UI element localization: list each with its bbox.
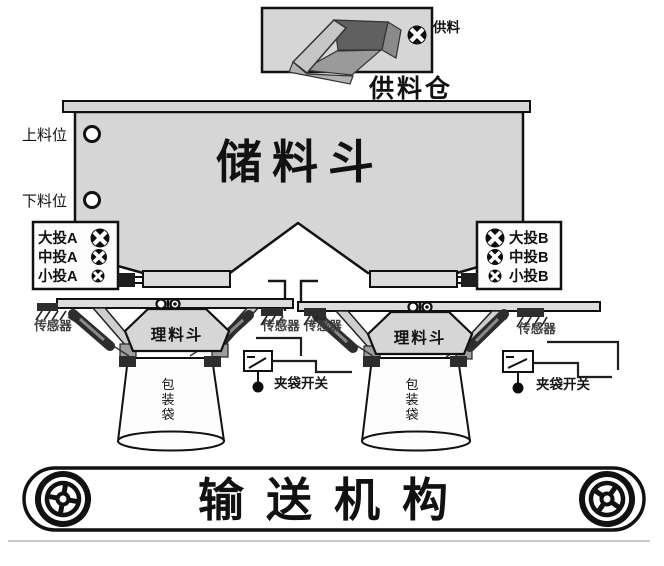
- clamp-rollers-icon: [155, 298, 181, 310]
- sensor-label: 传感器: [303, 318, 342, 333]
- bag-label-char: 袋: [161, 407, 174, 422]
- bag-label-char: 包: [161, 377, 174, 392]
- bag-clamp: [119, 356, 136, 367]
- feed-indicator-label: 供料: [432, 19, 460, 35]
- arrange-hopper-label: 理料斗: [394, 328, 447, 347]
- feed-a-medium-icon: [91, 249, 107, 265]
- bag-switch-label: 夹袋开关: [274, 375, 328, 391]
- tray-connector-left: [118, 273, 135, 287]
- arrange-hopper-right: [366, 310, 474, 356]
- ground-hatch-icon: [35, 310, 67, 321]
- switch-blade-icon: [248, 357, 267, 369]
- feed-b-large-label: 大投B: [509, 229, 548, 247]
- feed-a-large-label: 大投A: [38, 229, 78, 247]
- switch-box: [243, 350, 273, 372]
- load-cell: [517, 308, 544, 317]
- lower-level-label: 下料位: [22, 193, 67, 210]
- load-cell: [261, 308, 283, 316]
- feed-b-large-icon: [485, 228, 505, 248]
- wire: [547, 340, 620, 370]
- ground-hatch-icon: [260, 315, 284, 326]
- feed-a-medium-label: 中投A: [38, 248, 78, 266]
- feed-a-small-icon: [91, 269, 105, 283]
- conveyor: 输送机构: [8, 466, 650, 542]
- upper-level-label: 上料位: [22, 127, 67, 144]
- supply-bin-label: 供料仓: [368, 74, 453, 103]
- switch-box: [502, 350, 534, 373]
- feeder-tray-right: [369, 270, 458, 288]
- bag-clamp: [363, 356, 380, 367]
- storage-hopper-label: 储料斗: [216, 136, 384, 188]
- ground-hatch-icon: [303, 315, 327, 326]
- lower-level-circle: [83, 191, 101, 209]
- packaging-bag-left: 包 装 袋: [116, 356, 226, 452]
- wire: [533, 361, 612, 379]
- weigher-platform-right: [297, 301, 601, 312]
- chute-3d-icon: [288, 19, 402, 85]
- feed-b-medium-label: 中投B: [509, 248, 548, 266]
- feeder-trays: [118, 270, 478, 311]
- bag-clamp-switch-left: 夹袋开关: [243, 336, 352, 393]
- feed-b-medium-icon: [487, 249, 503, 265]
- feed-indicator-icon: [407, 25, 427, 45]
- hopper-lid: [62, 100, 531, 113]
- wheel-icon: [35, 471, 91, 527]
- wheel-icon: [579, 471, 635, 527]
- weigher-unit-left: 理料斗 传感器 传感器 包 装 袋: [33, 298, 352, 452]
- load-cell: [37, 303, 58, 311]
- arrange-hopper-label: 理料斗: [151, 325, 204, 344]
- conveyor-belt: [22, 466, 646, 532]
- sensor-label: 传感器: [517, 321, 556, 336]
- bag-clamp-switch-right: 夹袋开关: [502, 340, 620, 394]
- bag-label-char: 包: [405, 377, 418, 392]
- ground-hatch-icon: [516, 316, 548, 328]
- feed-a-large-icon: [90, 228, 110, 248]
- upper-level-circle: [83, 125, 101, 143]
- wire: [272, 359, 352, 374]
- feeder-tray-left: [142, 270, 231, 288]
- feed-b-small-icon: [488, 269, 502, 283]
- load-cell: [304, 308, 326, 316]
- bag-switch-label: 夹袋开关: [536, 376, 590, 392]
- sensor-label: 传感器: [33, 318, 72, 333]
- switch-blade-icon: [507, 358, 528, 369]
- storage-hopper: 储料斗 上料位 下料位: [22, 100, 531, 275]
- bag-label-char: 装: [405, 392, 418, 407]
- bag-clamp: [204, 356, 221, 367]
- conveyor-label: 输送机构: [198, 474, 470, 526]
- packaging-bag-right: 包 装 袋: [360, 356, 472, 452]
- supply-bin: 供料 供料仓: [260, 6, 460, 103]
- clamp-rollers-icon: [407, 301, 433, 313]
- bag-label-char: 袋: [405, 407, 418, 422]
- feed-box-a: 大投A 中投A 小投A: [31, 220, 120, 291]
- wire: [256, 336, 303, 356]
- arrange-hopper-left: [123, 307, 231, 353]
- weigher-unit-right: 理料斗 传感器 传感器 包 装 袋: [297, 301, 620, 452]
- bag-label-char: 装: [161, 392, 174, 407]
- feed-box-b: 大投B 中投B 小投B: [475, 220, 563, 291]
- sensor-label: 传感器: [261, 318, 300, 333]
- bag-clamp: [450, 356, 467, 367]
- feed-a-small-label: 小投A: [38, 268, 78, 285]
- tray-connector-right: [461, 273, 478, 287]
- switch-terminal-dot: [252, 381, 264, 393]
- feed-b-small-label: 小投B: [509, 268, 548, 285]
- switch-terminal-dot: [512, 382, 524, 394]
